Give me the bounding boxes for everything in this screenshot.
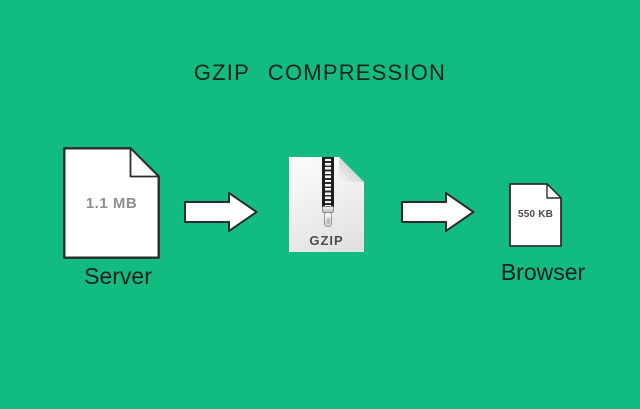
gzip-format-label: GZIP [309,233,344,248]
folded-corner [339,157,364,182]
browser-file-size: 550 KB [517,209,554,220]
server-caption: Server [84,263,152,289]
zipper-pull [324,212,332,227]
browser-caption: Browser [500,259,586,285]
server-file-icon: 1.1 MB [63,147,160,259]
server-file-size: 1.1 MB [85,195,138,212]
document-icon [63,147,160,259]
page-title: GZIP COMPRESSION [193,60,447,85]
zip-file-icon: GZIP [289,157,364,252]
arrow-right-icon [401,192,475,232]
document-icon [509,183,562,247]
arrow-right-icon [184,192,258,232]
zipper-teeth [322,157,334,207]
browser-file-icon: 550 KB [509,183,562,247]
zipper-pull-hole [327,218,330,224]
